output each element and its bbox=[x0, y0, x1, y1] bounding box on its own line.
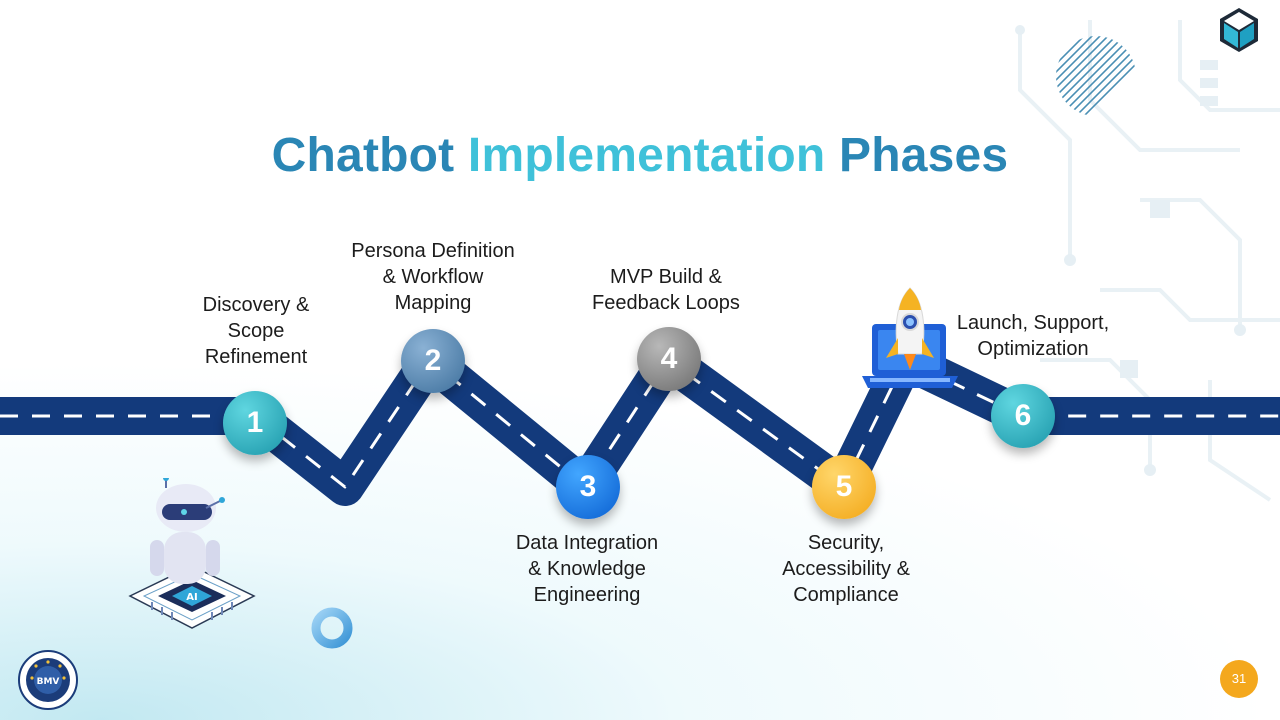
phase-3-node: 3 bbox=[556, 455, 620, 519]
title-word-phases: Phases bbox=[838, 129, 1009, 182]
rocket-laptop-icon bbox=[862, 287, 958, 388]
phase-5-node: 5 bbox=[812, 455, 876, 519]
circuit-decoration bbox=[1015, 20, 1280, 502]
title-word-implementation: Implementation bbox=[467, 129, 826, 182]
title-word-chatbot: Chatbot bbox=[271, 129, 455, 182]
phase-6-label: Launch, Support, Optimization bbox=[956, 312, 1110, 360]
phase-6-node: 6 bbox=[991, 384, 1055, 448]
bmv-seal-icon: BMV bbox=[18, 650, 78, 710]
svg-text:AI: AI bbox=[186, 592, 197, 603]
slide-title: Chatbot Implementation Phases bbox=[0, 128, 1280, 183]
ring-decoration bbox=[311, 607, 353, 649]
phase-4-node: 4 bbox=[637, 327, 701, 391]
cube-logo-icon bbox=[1220, 8, 1258, 52]
phase-4-label: MVP Build & Feedback Loops bbox=[592, 266, 740, 314]
phase-5-label: Security, Accessibility & Compliance bbox=[782, 532, 910, 606]
hatched-circle-decoration bbox=[1056, 36, 1136, 116]
seal-text: BMV bbox=[37, 677, 60, 687]
phase-3-label: Data Integration & Knowledge Engineering bbox=[515, 532, 659, 606]
phase-1-node: 1 bbox=[223, 391, 287, 455]
robot-chip-icon: AI bbox=[128, 478, 256, 629]
page-number-badge: 31 bbox=[1220, 660, 1258, 698]
phase-2-node: 2 bbox=[401, 329, 465, 393]
phase-1-label: Discovery & Scope Refinement bbox=[202, 294, 310, 368]
phase-2-label: Persona Definition & Workflow Mapping bbox=[351, 240, 515, 314]
